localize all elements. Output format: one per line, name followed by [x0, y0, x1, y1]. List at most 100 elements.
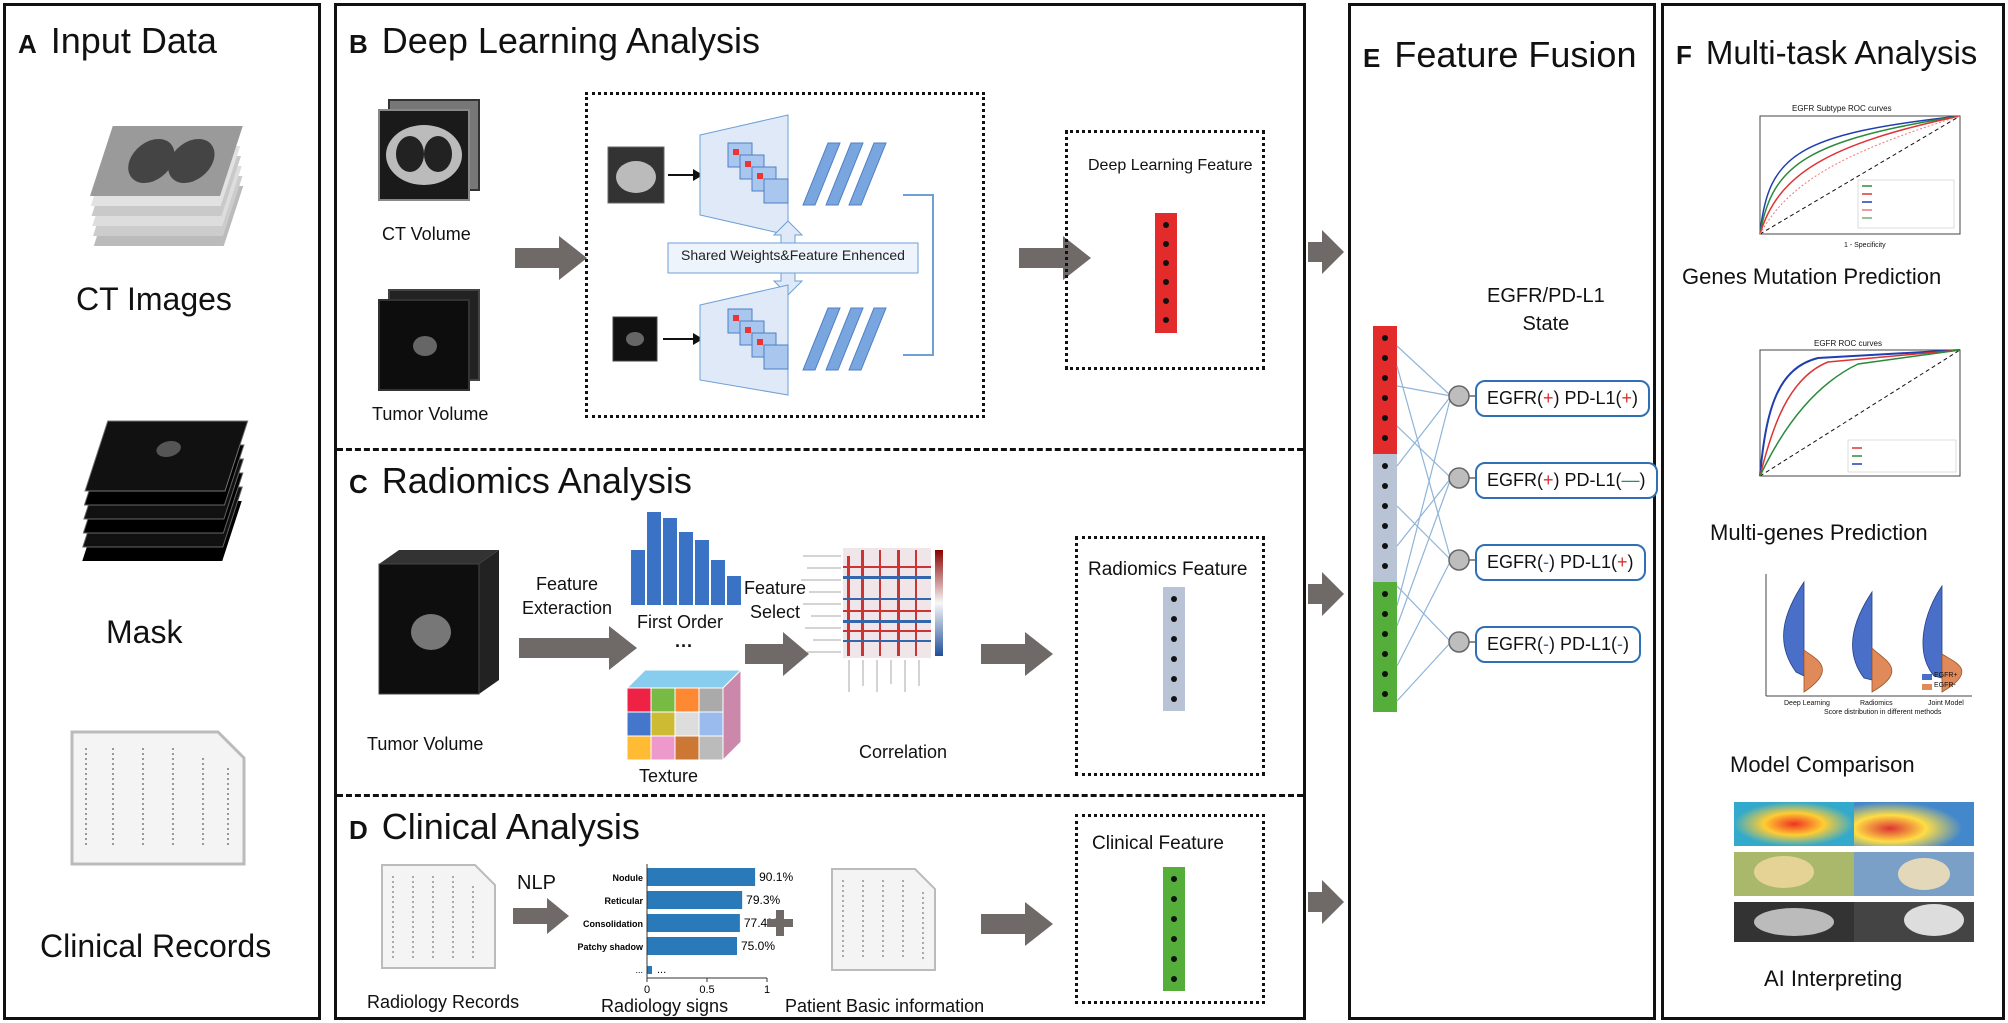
bar-1 — [647, 891, 743, 909]
feature-extraction-label: Feature Exteraction — [522, 574, 613, 618]
roc1-chart — [1759, 115, 1961, 235]
bar-category-label: ... — [635, 965, 643, 975]
divider-b-c — [337, 448, 1303, 451]
roc2-chart — [1759, 349, 1961, 477]
radiology-records-label: Radiology Records — [367, 992, 520, 1012]
output-egfr-pos-pdl1-pos: EGFR(+) PD-L1(+) — [1475, 380, 1651, 417]
violin-group-1: Deep Learning — [1784, 700, 1830, 707]
arrow-to-clinical-feature-icon — [981, 902, 1053, 946]
texture-cube-icon — [625, 668, 743, 762]
output-egfr-neg-pdl1-pos: EGFR(-) PD-L1(+) — [1475, 544, 1646, 581]
egfr-state-label: EGFR/PD-L1 State — [1487, 285, 1605, 335]
arrow-d-to-e-icon — [1308, 880, 1344, 924]
radiology-record-icon — [381, 864, 496, 969]
patient-info-label: Patient Basic information — [785, 996, 985, 1016]
ai-heatmap-grid — [1734, 802, 1974, 942]
roc1-xlabel: 1 - Specificity — [1844, 242, 1886, 249]
arrow-nlp-icon — [513, 898, 569, 934]
arrow-to-radiomics-feature-icon — [981, 632, 1053, 676]
ct-volume-label: CT Volume — [382, 224, 471, 244]
first-order-ellipsis: ··· — [675, 636, 693, 656]
clinical-record-icon — [70, 730, 246, 866]
bar-category-label: Patchy shadow — [577, 942, 644, 952]
dl-feature-label: Deep Learning Feature — [1088, 157, 1253, 174]
cnn-network-diagram — [607, 114, 934, 396]
violin-legend-neg: EGFR- — [1934, 682, 1956, 689]
nlp-label: NLP — [517, 872, 556, 894]
arrow-extraction-icon — [519, 626, 637, 670]
radiomics-feature-vector — [1163, 587, 1185, 711]
radiomics-feature-box: Radiomics Feature — [1075, 536, 1265, 776]
bar-x-tick-label: 1 — [764, 984, 770, 994]
bar-value-label: 79.3% — [746, 893, 780, 907]
task-ai-interpreting-label: AI Interpreting — [1764, 966, 1903, 991]
violin-chart — [1765, 574, 1972, 697]
radiomics-tumor-volume-label: Tumor Volume — [367, 734, 484, 754]
divider-c-d — [337, 794, 1303, 797]
arrow-c-to-e-icon — [1308, 572, 1344, 616]
bar-category-label: Nodule — [613, 873, 644, 883]
violin-group-2: Radiomics — [1860, 700, 1893, 707]
correlation-heatmap — [801, 548, 943, 692]
dl-feature-vector — [1155, 213, 1177, 333]
feature-select-label: Feature Select — [744, 578, 807, 622]
patient-info-record-icon — [831, 868, 936, 971]
radiomics-feature-label: Radiomics Feature — [1088, 559, 1248, 580]
arrow-to-dl-feature-icon — [1019, 236, 1091, 280]
task-genes-mutation-label: Genes Mutation Prediction — [1682, 264, 1942, 289]
bar-category-label: Consolidation — [583, 919, 643, 929]
first-order-label: First Order — [637, 612, 724, 632]
clinical-records-label: Clinical Records — [40, 928, 272, 964]
radiology-signs-label: Radiology signs — [601, 996, 729, 1016]
shared-weights-label: Shared Weights&Feature Enhenced — [681, 247, 905, 263]
ct-images-stack-icon — [90, 126, 244, 246]
ct-images-label: CT Images — [76, 281, 232, 317]
tumor-volume-label: Tumor Volume — [372, 404, 489, 424]
bar-x-tick-label: 0 — [644, 984, 650, 994]
output-egfr-neg-pdl1-neg: EGFR(-) PD-L1(-) — [1475, 626, 1642, 663]
texture-label: Texture — [639, 766, 699, 786]
bar-category-label: Reticular — [604, 896, 643, 906]
plus-icon — [767, 910, 793, 936]
bar-3 — [647, 937, 737, 955]
fusion-network-diagram — [1373, 326, 1501, 712]
bar-ellipsis-stub — [647, 966, 652, 974]
correlation-label: Correlation — [859, 742, 948, 762]
task-multi-genes-label: Multi-genes Prediction — [1710, 520, 1928, 545]
radiomics-tumor-cube-icon — [378, 550, 499, 695]
arrow-select-icon — [745, 632, 809, 676]
bar-2 — [647, 914, 740, 932]
arrow-b-to-e-icon — [1308, 230, 1344, 274]
dl-feature-box: Deep Learning Feature — [1065, 130, 1265, 370]
mask-label: Mask — [106, 614, 183, 650]
roc1-title: EGFR Subtype ROC curves — [1792, 104, 1892, 113]
roc2-title: EGFR ROC curves — [1814, 339, 1883, 348]
output-egfr-pos-pdl1-neg: EGFR(+) PD-L1(—) — [1475, 462, 1658, 499]
network-box: Shared Weights&Feature Enhenced — [585, 92, 985, 418]
violin-legend-pos: EGFR+ — [1934, 672, 1958, 679]
violin-xlabel: Score distribution in different methods — [1824, 709, 1942, 716]
bar-value-label: ... — [657, 964, 666, 976]
clinical-feature-box: Clinical Feature — [1075, 814, 1265, 1004]
tumor-volume-cube-icon — [378, 289, 480, 391]
arrow-to-network-icon — [515, 236, 587, 280]
bar-value-label: 90.1% — [759, 870, 793, 884]
task-model-comparison-label: Model Comparison — [1730, 752, 1915, 777]
clinical-feature-vector — [1163, 867, 1185, 991]
mask-stack-icon — [82, 420, 249, 561]
bar-x-tick-label: 0.5 — [699, 984, 714, 994]
bar-value-label: 75.0% — [741, 939, 775, 953]
first-order-histogram — [631, 512, 741, 605]
ct-volume-cube-icon — [378, 99, 480, 201]
